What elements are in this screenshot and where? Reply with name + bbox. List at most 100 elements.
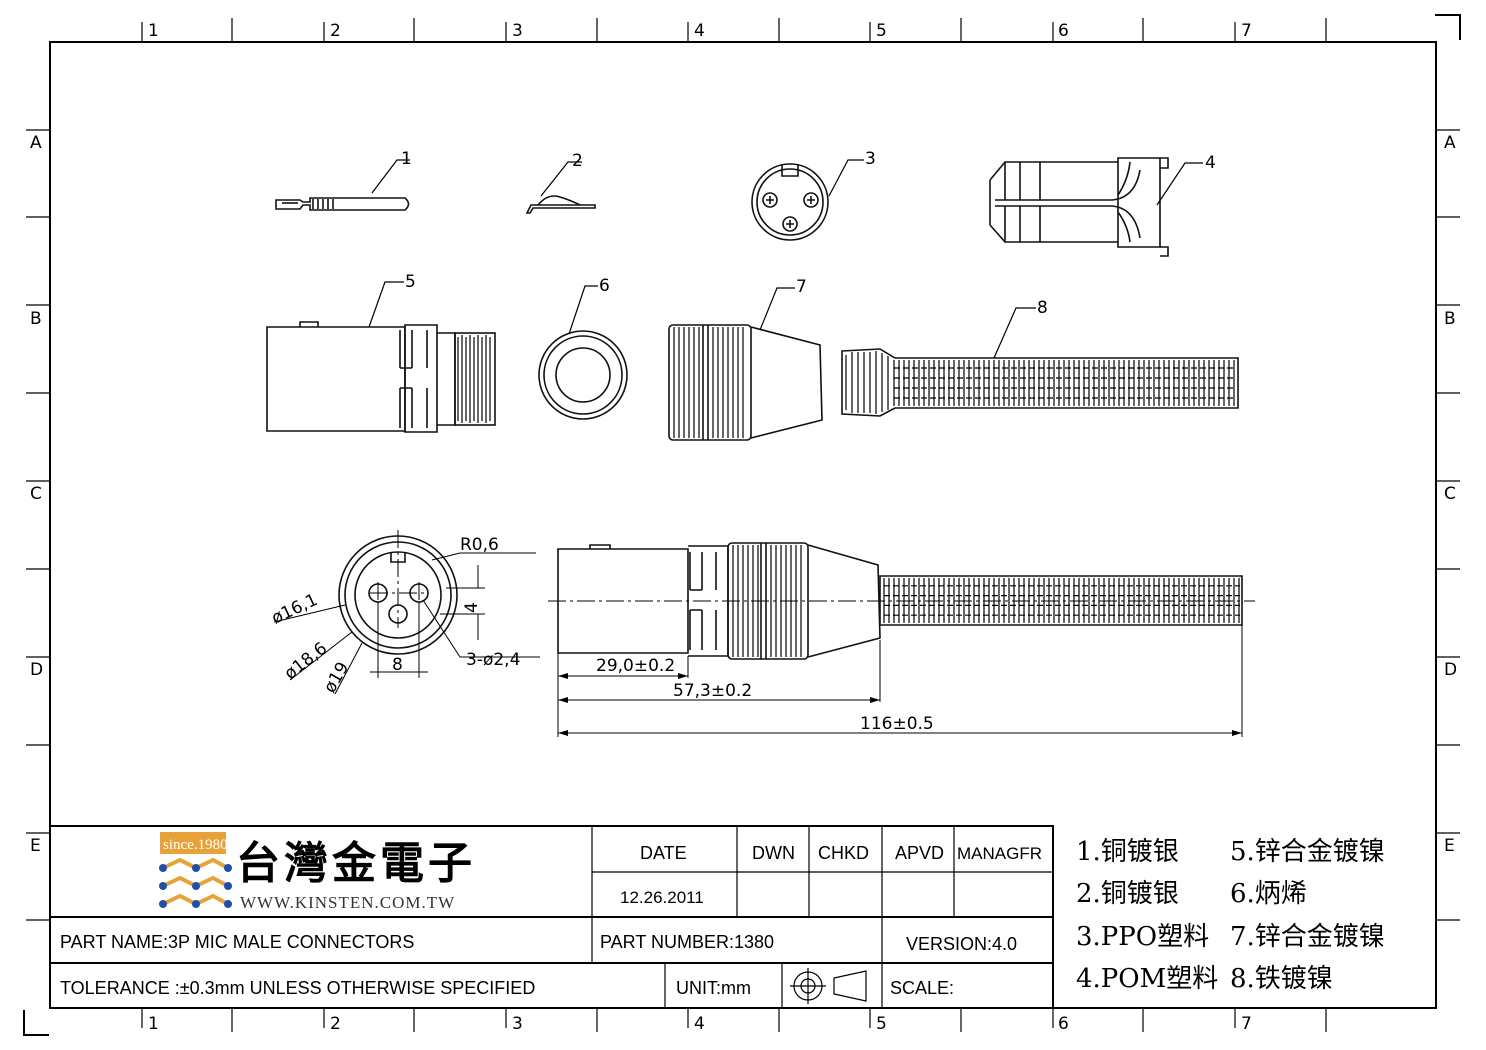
dim-pitch: 8 [392, 655, 403, 675]
callout-8: 8 [1037, 298, 1048, 318]
part-7-knurl [673, 327, 744, 438]
dim-length-29: 29,0±0.2 [596, 656, 675, 676]
part-5-thread [457, 335, 491, 423]
col-label-top: 5 [876, 21, 887, 41]
part-4-cable-clamp [989, 157, 1169, 257]
drawing-border [49, 41, 1437, 1009]
dim-dia-16: ø16,1 [269, 590, 321, 629]
apvd-label: APVD [895, 843, 944, 863]
row-label-left: A [30, 133, 42, 153]
part-2-ground-spring [525, 195, 596, 214]
col-label-top: 1 [148, 21, 159, 41]
unit: UNIT:mm [676, 978, 751, 998]
leader-6 [568, 285, 598, 335]
title-block-grid [50, 825, 1054, 1008]
left-zone-ticks [26, 129, 50, 921]
col-label-bottom: 2 [330, 1014, 341, 1034]
col-label-bottom: 1 [148, 1014, 159, 1034]
callout-4: 4 [1205, 153, 1216, 173]
col-label-top: 6 [1058, 21, 1069, 41]
dim-dia-18: ø18,6 [281, 638, 331, 683]
material-8: 8.铁镀镍 [1230, 964, 1333, 994]
scale: SCALE: [890, 978, 954, 998]
date-label: DATE [640, 843, 687, 863]
leader-1 [371, 159, 410, 194]
callout-1: 1 [401, 149, 412, 169]
part-5-housing [266, 321, 496, 433]
part-6-washer [538, 330, 628, 420]
dim-holes-leader [422, 599, 540, 658]
coil-lines [893, 360, 1235, 406]
leader-4 [1156, 162, 1203, 206]
row-label-left: C [30, 484, 42, 504]
callout-6: 6 [599, 276, 610, 296]
company-logo: since.1980 台灣金電子 WWW.KINSTEN.COM.TW [159, 832, 476, 912]
callout-7: 7 [796, 277, 807, 297]
material-7: 7.锌合金镀镍 [1230, 922, 1385, 952]
part-3-insert [751, 163, 829, 241]
dim-height: 4 [462, 602, 482, 613]
version: VERSION:4.0 [906, 934, 1017, 954]
callout-5: 5 [405, 272, 416, 292]
row-label-left: B [30, 309, 42, 329]
chkd-label: CHKD [818, 843, 869, 863]
material-3: 3.PPO塑料 [1076, 922, 1209, 952]
leader-7 [759, 287, 795, 331]
assembly-knurl [732, 545, 802, 657]
dim-length-57: 57,3±0.2 [673, 681, 752, 701]
leader-3 [828, 159, 864, 197]
logo-since-badge [160, 832, 226, 854]
row-label-right: C [1444, 484, 1456, 504]
col-label-bottom: 3 [512, 1014, 523, 1034]
col-label-top: 7 [1241, 21, 1252, 41]
leader-8 [993, 307, 1036, 359]
col-label-bottom: 7 [1241, 1014, 1252, 1034]
dim-dia-19: ø19 [320, 659, 353, 697]
date-value: 12.26.2011 [620, 888, 704, 907]
row-label-right: B [1444, 309, 1456, 329]
company-url: WWW.KINSTEN.COM.TW [240, 893, 455, 912]
col-label-top: 2 [330, 21, 341, 41]
assembly-dimension-lines [558, 675, 1242, 734]
col-label-bottom: 4 [694, 1014, 705, 1034]
dim-pitch-lines [370, 602, 428, 678]
top-zone-ticks [141, 18, 1327, 42]
leader-5 [368, 281, 404, 328]
row-label-right: D [1444, 660, 1457, 680]
dim-18-leader [289, 631, 353, 681]
col-label-top: 3 [512, 21, 523, 41]
part-8-coil-start [845, 351, 889, 414]
part-8-coils [893, 360, 1236, 406]
assembly-extension-lines [557, 625, 1243, 737]
tolerance: TOLERANCE :±0.3mm UNLESS OTHERWISE SPECI… [60, 978, 535, 998]
part-8-spring-sleeve [841, 348, 1239, 417]
dim-16-leader [273, 604, 346, 623]
material-6: 6.炳烯 [1230, 879, 1307, 909]
projection-symbol-icon [790, 968, 867, 1004]
part-number: PART NUMBER:1380 [600, 932, 774, 952]
part-7-rear-nut [668, 324, 823, 441]
part-1-contact-pin [275, 197, 410, 211]
callout-2: 2 [572, 151, 583, 171]
col-label-bottom: 6 [1058, 1014, 1069, 1034]
material-5: 5.锌合金镀镍 [1230, 837, 1385, 867]
dim-radius: R0,6 [460, 535, 499, 555]
bottom-zone-ticks [141, 1008, 1327, 1032]
corner-mark-top-right [1435, 14, 1461, 40]
dwn-label: DWN [752, 843, 795, 863]
coil-lines [883, 578, 1240, 623]
dim-radius-leader [431, 552, 536, 561]
row-label-right: A [1444, 133, 1456, 153]
right-zone-ticks [1436, 129, 1460, 921]
logo-circuit-icon [159, 857, 232, 908]
row-label-right: E [1444, 836, 1455, 856]
dim-height-lines [440, 565, 485, 640]
company-name-cn: 台灣金電子 [236, 838, 476, 889]
corner-mark-bottom-left [23, 1010, 49, 1036]
material-2: 2.铜镀银 [1076, 879, 1179, 909]
callout-3: 3 [865, 149, 876, 169]
front-view-centerlines [370, 530, 428, 628]
dim-holes: 3-ø2,4 [466, 650, 520, 670]
managfr-label: MANAGFR [957, 844, 1042, 863]
